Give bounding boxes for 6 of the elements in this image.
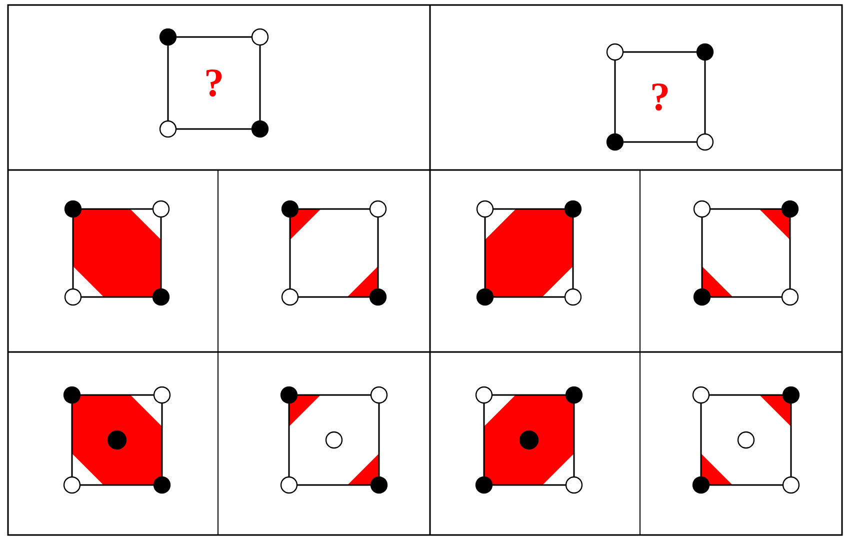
question-square: ? [614, 51, 706, 143]
question-square: ? [167, 36, 261, 130]
shaded-region [72, 208, 162, 298]
shaded-region [71, 394, 163, 486]
shaded-region [483, 394, 575, 486]
shaded-region [484, 208, 574, 298]
